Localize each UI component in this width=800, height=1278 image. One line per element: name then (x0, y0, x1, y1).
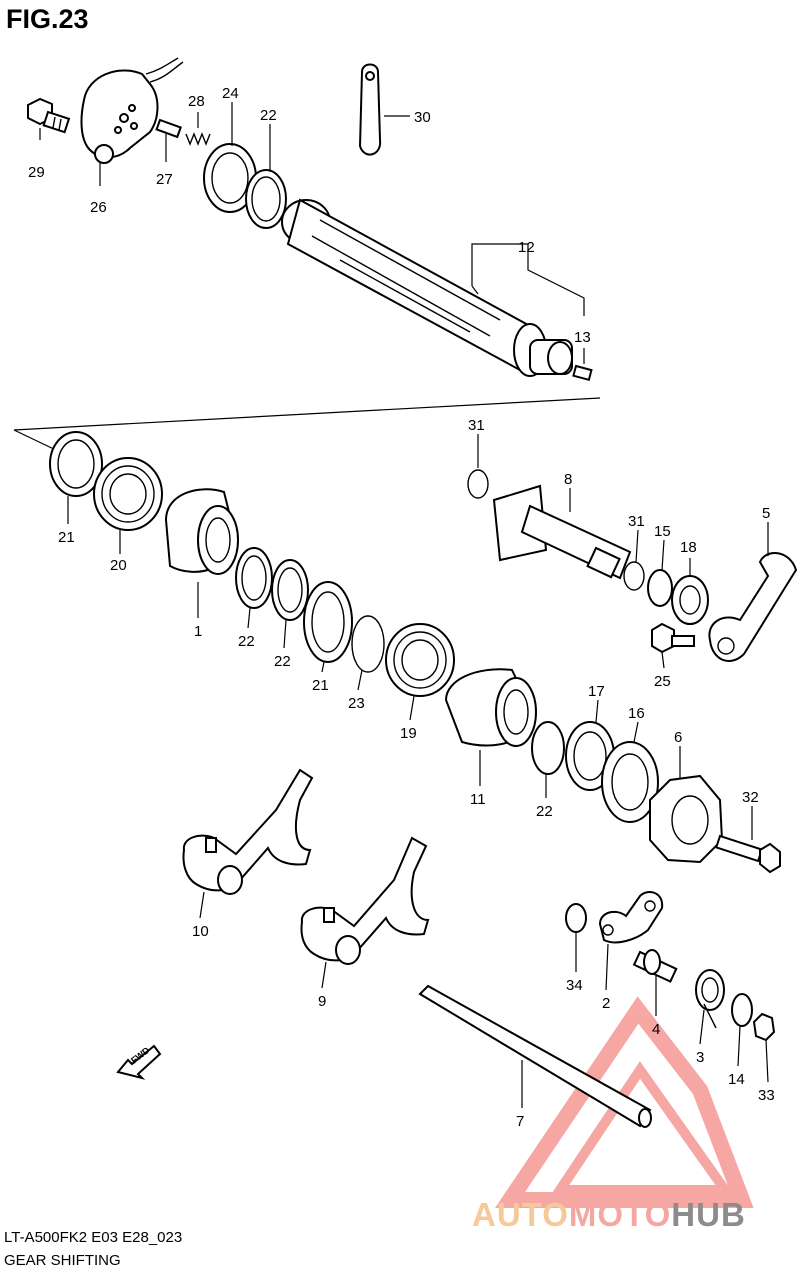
part-5-gearshift-arm (708, 552, 798, 662)
watermark-part-hub: HUB (671, 1196, 746, 1233)
callout-26: 26 (90, 199, 107, 216)
callout-18: 18 (680, 539, 697, 556)
callout-32: 32 (742, 789, 759, 806)
part-22-circlip-c (531, 721, 565, 775)
part-1-shifter-cam (164, 488, 239, 575)
model-code: LT-A500FK2 E03 E28_023 (4, 1229, 183, 1246)
callout-labels: 29 28 24 22 30 27 26 12 13 31 8 21 20 1 … (28, 85, 775, 1130)
callout-30: 30 (414, 109, 431, 126)
callout-11: 11 (470, 791, 486, 808)
callout-7: 7 (516, 1113, 524, 1130)
part-4-bolt (632, 949, 678, 983)
callout-22-b: 22 (274, 653, 291, 670)
callout-4: 4 (652, 1021, 660, 1038)
callout-23: 23 (348, 695, 365, 712)
part-18-oil-seal (671, 575, 709, 625)
callout-2: 2 (602, 995, 610, 1012)
part-2-stopper-plate (598, 891, 664, 944)
part-27-pin (155, 118, 182, 139)
callout-22: 22 (260, 107, 277, 124)
callout-21-b: 21 (312, 677, 329, 694)
part-8-gearshift-shaft (467, 469, 632, 580)
callout-27: 27 (156, 171, 173, 188)
section-name: GEAR SHIFTING (4, 1252, 121, 1269)
watermark-wordmark: AUTOMOTOHUB (472, 1196, 746, 1234)
part-10-gearshift-fork (182, 768, 314, 895)
part-9-gearshift-fork (300, 836, 430, 965)
part-15-washer (647, 569, 673, 607)
callout-22-a: 22 (238, 633, 255, 650)
leader-lines (39, 102, 769, 1108)
part-31-circlip-b (623, 561, 645, 591)
callout-8: 8 (564, 471, 572, 488)
watermark-part-auto: AUTO (472, 1196, 569, 1233)
part-31-circlip (467, 469, 489, 499)
figure-title: FIG.23 (6, 4, 89, 34)
part-30-stopper (358, 63, 382, 156)
callout-10: 10 (192, 923, 209, 940)
part-26-gear-position-sensor (80, 57, 184, 164)
part-28-spring (185, 132, 211, 146)
callout-19: 19 (400, 725, 417, 742)
watermark-logo (494, 996, 754, 1208)
fwd-arrow-icon: FWD (116, 1044, 162, 1080)
part-11-shifter-cam (444, 668, 537, 747)
part-6-gearshift-cam-driven-gear (649, 774, 724, 864)
part-13-pin (572, 364, 593, 382)
callout-3: 3 (696, 1049, 704, 1066)
part-3-spring (695, 969, 725, 1029)
part-34-washer (565, 903, 587, 933)
callout-5: 5 (762, 505, 770, 522)
part-7-gearshift-cam-stopper-shaft (418, 984, 652, 1128)
part-14-washer (731, 993, 753, 1027)
callout-16: 16 (628, 705, 645, 722)
part-32-bolt (715, 834, 781, 874)
part-19-spring (385, 623, 455, 697)
part-33-nut (752, 1012, 776, 1042)
callout-29: 29 (28, 164, 45, 181)
callout-25: 25 (654, 673, 671, 690)
part-23-circlip (351, 615, 385, 673)
callout-28: 28 (188, 93, 205, 110)
part-29-bolt (27, 97, 71, 134)
part-16-washer (601, 741, 659, 823)
callout-34: 34 (566, 977, 583, 994)
callout-13: 13 (574, 329, 591, 346)
part-21-washer-b (303, 581, 353, 663)
callout-15: 15 (654, 523, 671, 540)
watermark-part-moto: MOTO (568, 1196, 672, 1233)
callout-9: 9 (318, 993, 326, 1010)
callout-21: 21 (58, 529, 75, 546)
callout-14: 14 (728, 1071, 745, 1088)
part-12-gearshift-cam (281, 198, 573, 377)
callout-17: 17 (588, 683, 605, 700)
part-25-bolt (651, 622, 695, 654)
part-20-spring (93, 457, 163, 531)
callout-24: 24 (222, 85, 239, 102)
callout-20: 20 (110, 557, 127, 574)
callout-6: 6 (674, 729, 682, 746)
callout-22-c: 22 (536, 803, 553, 820)
callout-1: 1 (194, 623, 202, 640)
callout-12: 12 (518, 239, 535, 256)
callout-33: 33 (758, 1087, 775, 1104)
callout-31-top: 31 (468, 417, 485, 434)
callout-31-b: 31 (628, 513, 645, 530)
